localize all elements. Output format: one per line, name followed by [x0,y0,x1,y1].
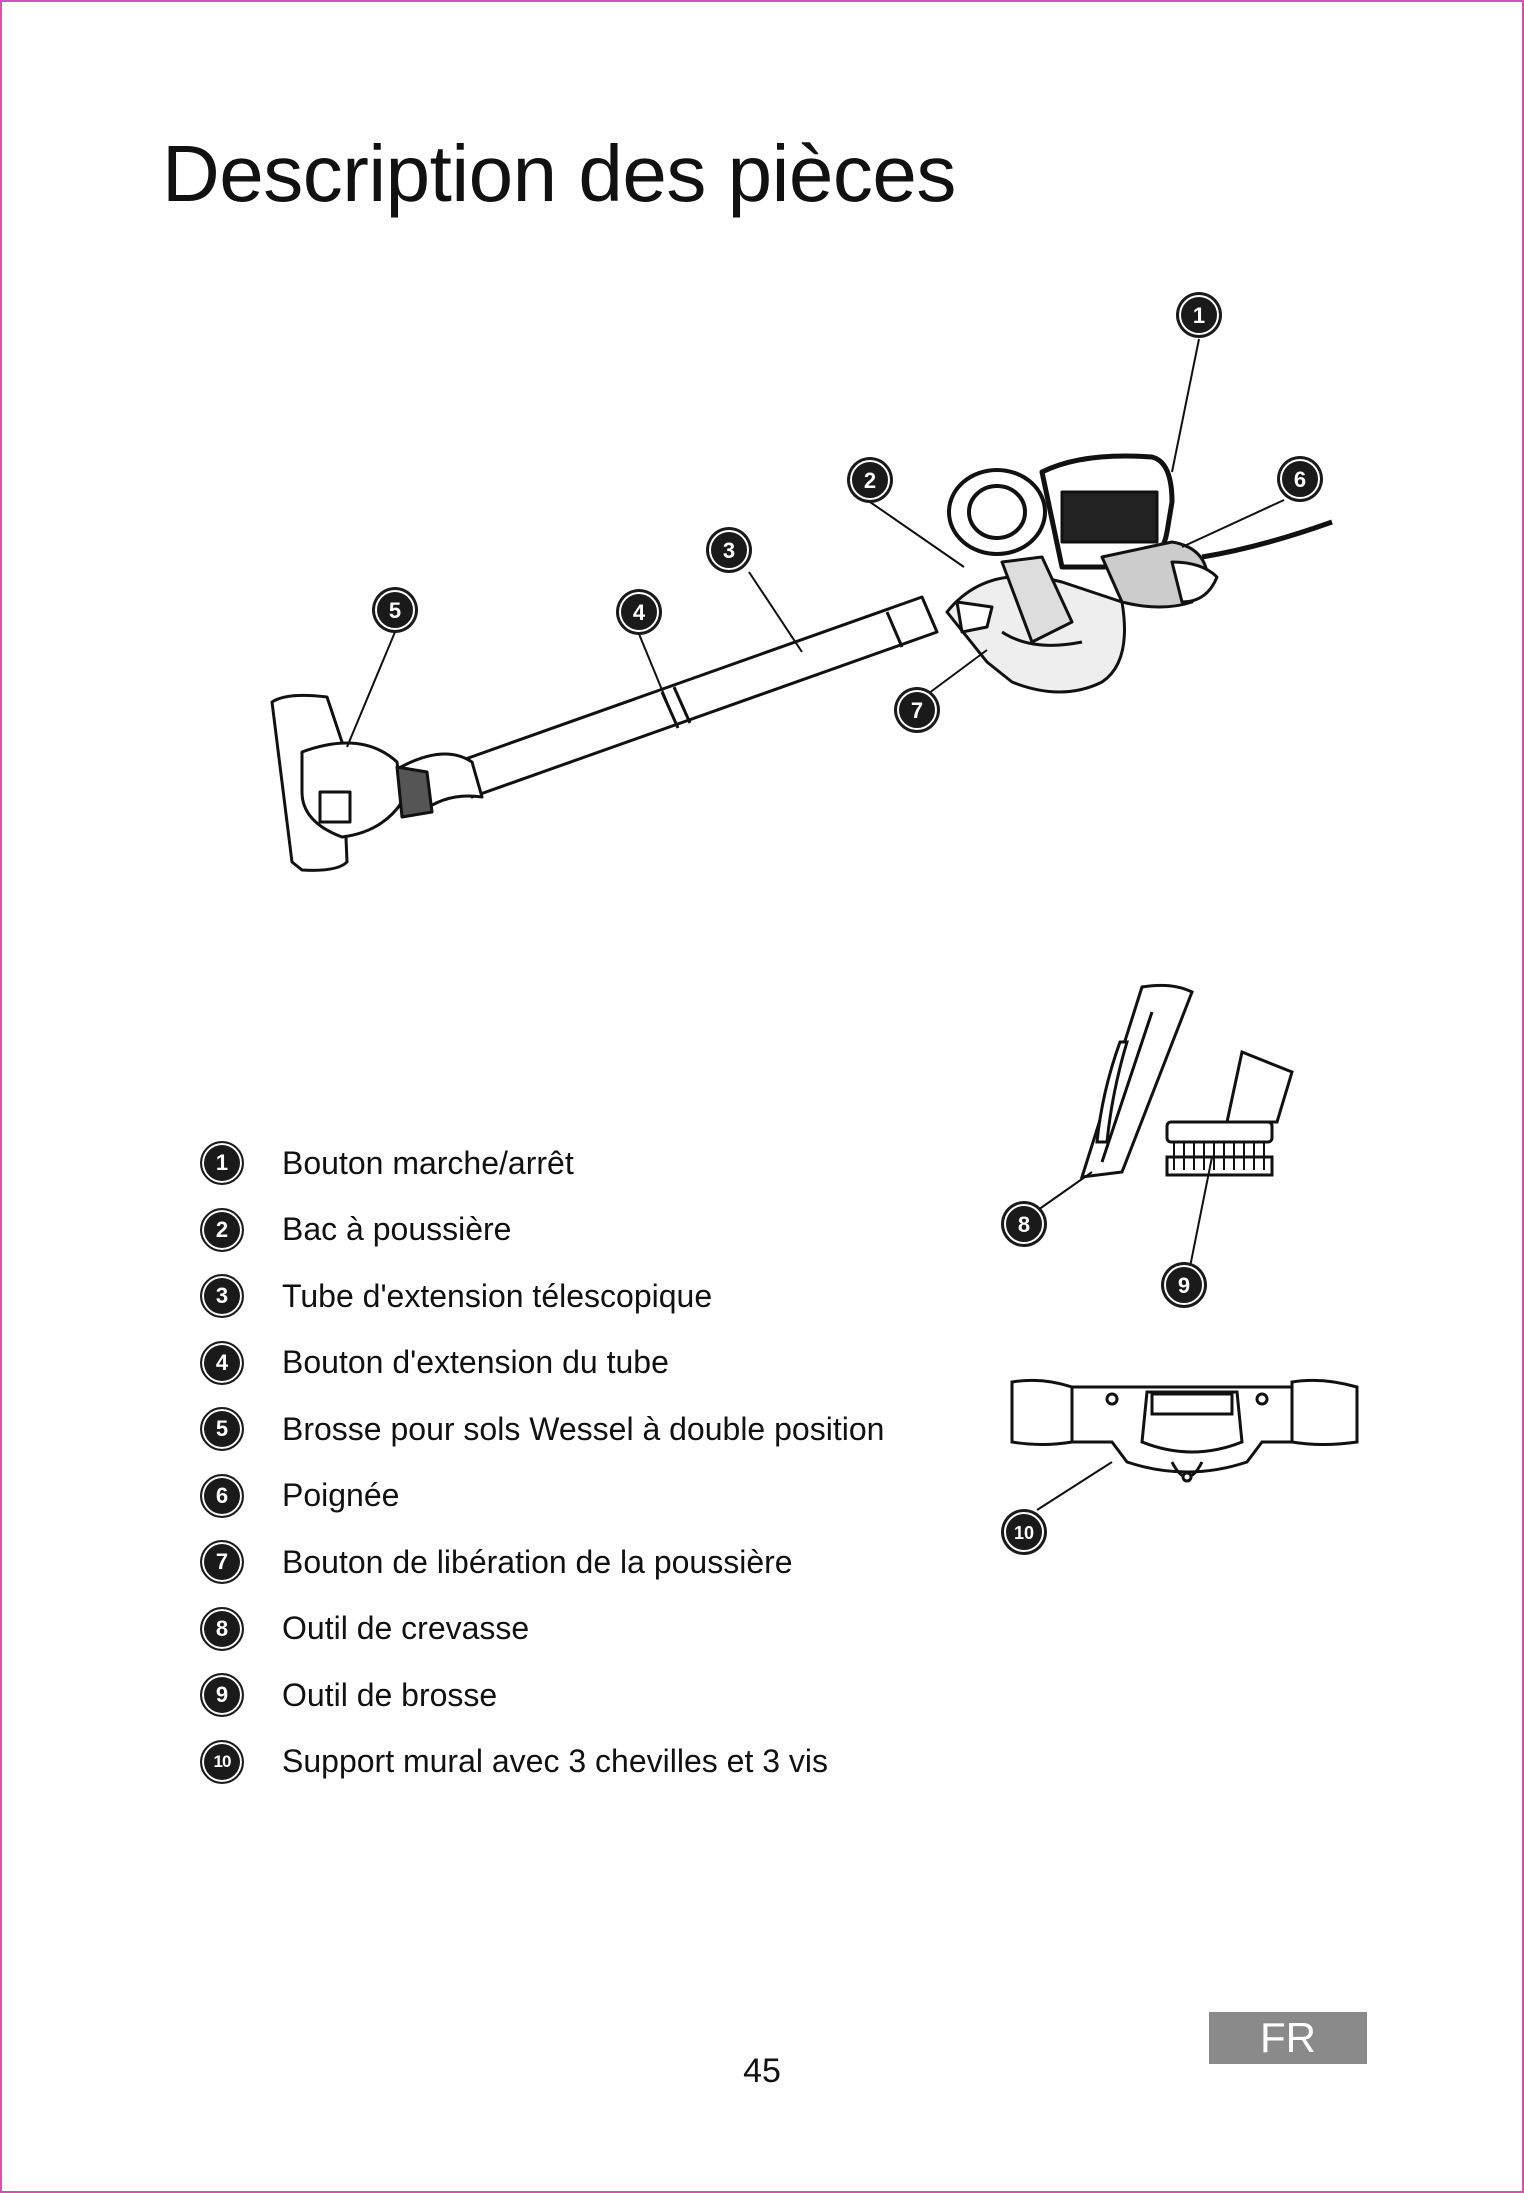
callout-text-3: 3 [723,538,735,563]
callout-badge-9: 9 [1160,1261,1208,1309]
parts-legend: 1 Bouton marche/arrêt 2 Bac à poussière 3 T… [200,1130,884,1795]
callout-badge-3: 3 [705,526,753,574]
part-label: Outil de crevasse [282,1610,530,1647]
list-item: 7 Bouton de libération de la poussière [200,1529,884,1596]
number-badge: 5 [200,1407,244,1452]
language-tag: FR [1209,2012,1367,2064]
number-badge: 10 [200,1739,244,1784]
callout-badge-7: 7 [893,686,941,734]
list-item: 2 Bac à poussière [200,1197,884,1264]
part-label: Outil de brosse [282,1676,498,1713]
number-badge: 1 [200,1141,244,1186]
callout-text-10: 10 [1014,1523,1034,1543]
callout-badge-4: 4 [615,588,663,636]
number-badge: 7 [200,1540,244,1585]
number-badge: 8 [200,1606,244,1651]
list-item: 6 Poignée [200,1463,884,1530]
callout-badges: 1 2 3 4 5 6 7 8 9 10 [371,291,1324,1556]
list-item: 10 Support mural avec 3 chevilles et 3 vi… [200,1729,884,1796]
callout-text-6: 6 [1294,467,1306,492]
part-label: Bouton marche/arrêt [282,1144,574,1181]
callout-text-8: 8 [1018,1212,1030,1237]
page-title: Description des pièces [162,129,956,218]
callout-text-5: 5 [389,598,401,623]
number-badge: 6 [200,1473,244,1518]
callout-badge-6: 6 [1276,455,1324,503]
part-label: Bouton d'extension du tube [282,1344,669,1381]
list-item: 9 Outil de brosse [200,1662,884,1729]
callout-badge-1: 1 [1175,291,1223,339]
list-item: 8 Outil de crevasse [200,1596,884,1663]
part-label: Support mural avec 3 chevilles et 3 vis [282,1743,829,1780]
callout-badge-5: 5 [371,586,419,634]
crevice-tool-drawing [1079,983,1194,1179]
callout-text-9: 9 [1178,1273,1190,1298]
number-badge: 4 [200,1340,244,1385]
vacuum-drawing [270,453,1333,872]
part-label: Poignée [282,1477,400,1514]
callout-text-7: 7 [911,698,923,723]
callout-badge-8: 8 [1000,1200,1048,1248]
callout-text-2: 2 [864,468,876,493]
part-label: Tube d'extension télescopique [282,1277,713,1314]
number-badge: 3 [200,1274,244,1319]
list-item: 4 Bouton d'extension du tube [200,1330,884,1397]
wall-mount-drawing [1010,1378,1359,1483]
list-item: 3 Tube d'extension télescopique [200,1263,884,1330]
number-badge: 9 [200,1673,244,1718]
number-badge: 2 [200,1207,244,1252]
brush-tool-drawing [1165,1049,1294,1177]
page-number: 45 [743,2052,781,2090]
callout-text-1: 1 [1193,303,1205,328]
list-item: 1 Bouton marche/arrêt [200,1130,884,1197]
callout-badge-10: 10 [1000,1508,1048,1556]
list-item: 5 Brosse pour sols Wessel à double positi… [200,1396,884,1463]
part-label: Brosse pour sols Wessel à double positio… [282,1410,885,1447]
callout-text-4: 4 [633,600,646,625]
callout-badge-2: 2 [846,456,894,504]
part-label: Bac à poussière [282,1211,512,1248]
part-label: Bouton de libération de la poussière [282,1543,793,1580]
